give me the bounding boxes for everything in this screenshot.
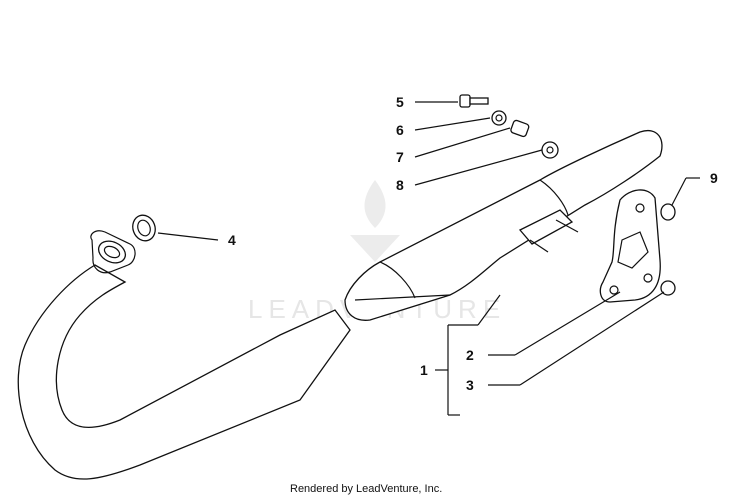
callout-3: 3: [466, 377, 474, 393]
leadventure-flame-logo: [350, 180, 400, 262]
callout-7: 7: [396, 149, 404, 165]
leader-lines: [157, 101, 700, 416]
footer-credit: Rendered by LeadVenture, Inc.: [290, 483, 442, 495]
callout-1: 1: [420, 362, 428, 378]
part-4-gasket: [132, 214, 156, 242]
callout-8: 8: [396, 177, 404, 193]
muffler-bracket: [599, 189, 661, 303]
callout-2: 2: [466, 347, 474, 363]
part-6-washer: [491, 110, 507, 126]
part-8-nut: [541, 141, 559, 159]
exhaust-header-pipe: [17, 230, 351, 480]
callout-4: 4: [228, 232, 236, 248]
part-5-bolt: [459, 94, 489, 108]
part-7-bushing: [510, 119, 530, 138]
part-9-nut: [660, 203, 676, 221]
callout-5: 5: [396, 94, 404, 110]
part-3-nut: [660, 280, 676, 296]
muffler: [344, 130, 663, 321]
callout-9: 9: [710, 170, 718, 186]
callout-labels: 5 6 7 8 4 9 1 2 3: [228, 94, 718, 393]
callout-6: 6: [396, 122, 404, 138]
